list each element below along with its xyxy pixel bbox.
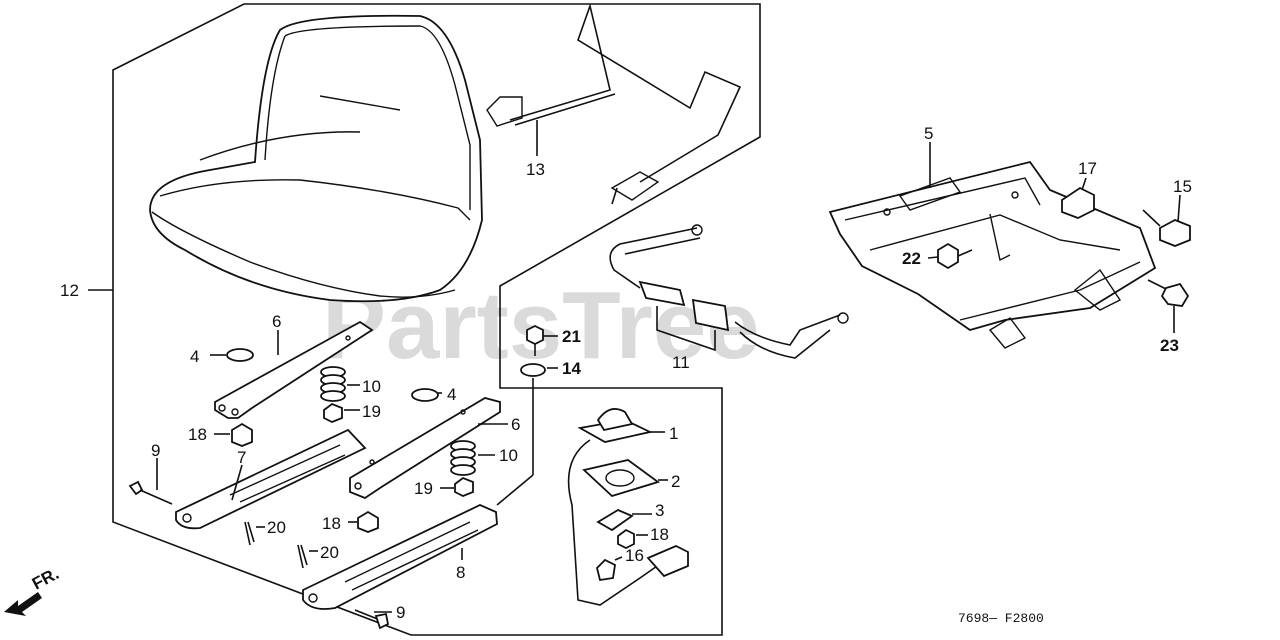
bolt-23-part[interactable] [1147,279,1190,307]
clip-16b-part[interactable] [596,558,616,582]
leader-15 [1177,194,1181,223]
label-1: 1 [669,424,678,443]
front-marker-text: FR. [29,564,62,594]
nut-18-part[interactable] [231,422,253,447]
rail-7-part[interactable] [175,428,367,530]
label-8: 8 [456,563,465,582]
spring-10b-part[interactable] [450,440,476,476]
seat-part[interactable] [149,14,483,303]
label-18a: 18 [188,425,207,444]
label-23: 23 [1160,336,1179,355]
plate-2-part[interactable] [582,459,660,498]
label-2: 2 [671,472,680,491]
label-4a: 4 [190,347,199,366]
label-22: 22 [902,249,921,268]
leader-16b [614,556,623,561]
seat-switch-cable-part[interactable] [609,224,849,359]
seat-switch-1-part[interactable] [577,408,653,443]
label-19a: 19 [362,402,381,421]
label-20b: 20 [320,543,339,562]
label-10b: 10 [499,446,518,465]
label-18b: 18 [322,514,341,533]
label-14: 14 [562,359,581,378]
label-16b: 16 [625,546,644,565]
switch-wire-part[interactable] [567,439,689,606]
label-9b: 9 [396,603,405,622]
seat-frame-part[interactable] [828,160,1157,349]
nut-19-part[interactable] [323,402,343,423]
leader-14-diag [496,474,534,506]
leader-15-frame [1142,209,1161,227]
wire-harness-part[interactable] [486,3,742,205]
nut-18b-part[interactable] [357,510,379,533]
label-18c: 18 [650,525,669,544]
bracket-6-part[interactable] [214,320,374,419]
leader-17 [1081,177,1087,191]
label-17: 17 [1078,159,1097,178]
bracket-3-part[interactable] [596,508,634,532]
diagram-code: 7698— F2800 [958,611,1044,626]
bolt-9b-part[interactable] [354,609,390,630]
label-3: 3 [655,501,664,520]
label-19b: 19 [414,479,433,498]
bolt-22-part[interactable] [937,242,973,270]
label-10a: 10 [362,377,381,396]
label-6a: 6 [272,312,281,331]
bolt-21-part[interactable] [526,324,544,356]
bracket-6b-part[interactable] [349,397,501,500]
spring-10-part[interactable] [320,366,346,402]
leader-7 [231,464,243,501]
pin-20-part[interactable] [244,521,255,546]
nut-18c-part[interactable] [617,528,635,550]
label-11: 11 [672,353,690,372]
label-13: 13 [526,160,545,179]
clip-15-part[interactable] [1159,219,1191,247]
label-6b: 6 [511,415,520,434]
label-20a: 20 [267,518,286,537]
label-21: 21 [562,327,581,346]
washer-4-part[interactable] [226,348,254,362]
front-direction-marker: FR. [4,564,62,616]
washer-4b-part[interactable] [411,388,439,402]
label-7: 7 [237,448,246,467]
clip-17-part[interactable] [1061,186,1095,219]
pin-20b-part[interactable] [297,544,308,569]
washer-14-part[interactable] [520,363,546,377]
nut-19b-part[interactable] [454,476,474,497]
label-4b: 4 [447,385,456,404]
leader-22 [927,256,939,259]
bolt-9-part[interactable] [128,480,173,505]
label-9a: 9 [151,441,160,460]
label-12: 12 [60,281,79,300]
rail-8-part[interactable] [302,504,498,610]
label-15: 15 [1173,177,1192,196]
leader-11 [656,306,716,352]
label-5: 5 [924,124,933,143]
